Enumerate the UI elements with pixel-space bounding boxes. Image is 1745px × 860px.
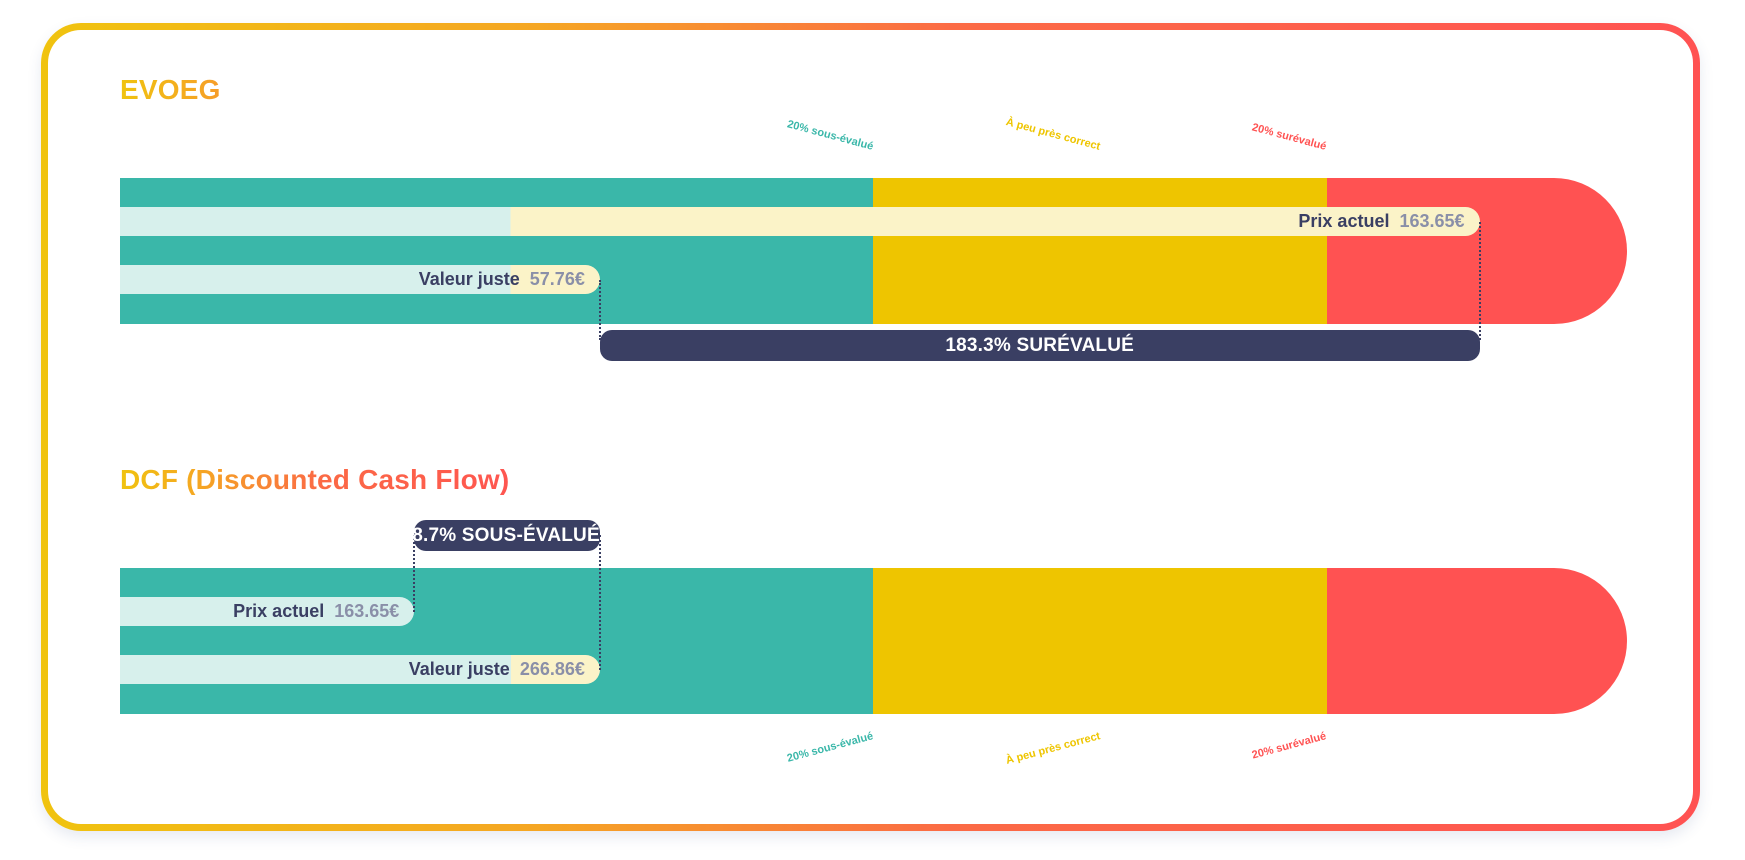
chart-title: EVOEG — [120, 74, 221, 105]
chart-title: DCF (Discounted Cash Flow) — [120, 464, 510, 495]
price-connector — [413, 535, 416, 612]
price-label-name: Prix actuel — [1298, 211, 1390, 231]
fair-value-label-value: 57.76€ — [529, 269, 585, 289]
price-label-name: Prix actuel — [233, 601, 325, 621]
fair-value-label: Valeur juste 57.76€ — [409, 265, 600, 294]
zone-undervalued — [120, 568, 873, 714]
zone-fair — [873, 568, 1327, 714]
zone-fair — [873, 178, 1327, 324]
price-label-value: 163.65€ — [334, 601, 400, 621]
difference-badge: 38.7% SOUS-ÉVALUÉE — [401, 520, 613, 551]
zone-overvalued — [1327, 178, 1627, 324]
price-label: Prix actuel 163.65€ — [223, 597, 414, 626]
valuation-gauge: Prix actuel 163.65€ Valeur juste 57.76€ … — [120, 178, 1627, 361]
fair-value-connector — [598, 280, 601, 340]
price-bar — [120, 597, 415, 626]
fair-value-bar — [120, 265, 600, 294]
price-connector — [1478, 222, 1481, 340]
fair-value-label-name: Valeur juste — [418, 269, 520, 289]
fair-value-label-name: Valeur juste — [408, 659, 510, 679]
valuation-gauge: Prix actuel 163.65€ Valeur juste 266.86€… — [120, 520, 1627, 714]
zone-undervalued — [120, 178, 873, 324]
difference-badge: 183.3% SURÉVALUÉ — [599, 330, 1480, 361]
zone-overvalued — [1327, 568, 1627, 714]
price-label: Prix actuel 163.65€ — [1288, 207, 1479, 236]
price-label-value: 163.65€ — [1399, 211, 1465, 231]
fair-value-label: Valeur juste 266.86€ — [399, 655, 600, 684]
price-bar — [120, 207, 1480, 236]
fair-value-bar — [120, 655, 600, 684]
fair-value-connector — [598, 535, 601, 670]
fair-value-label-value: 266.86€ — [519, 659, 585, 679]
